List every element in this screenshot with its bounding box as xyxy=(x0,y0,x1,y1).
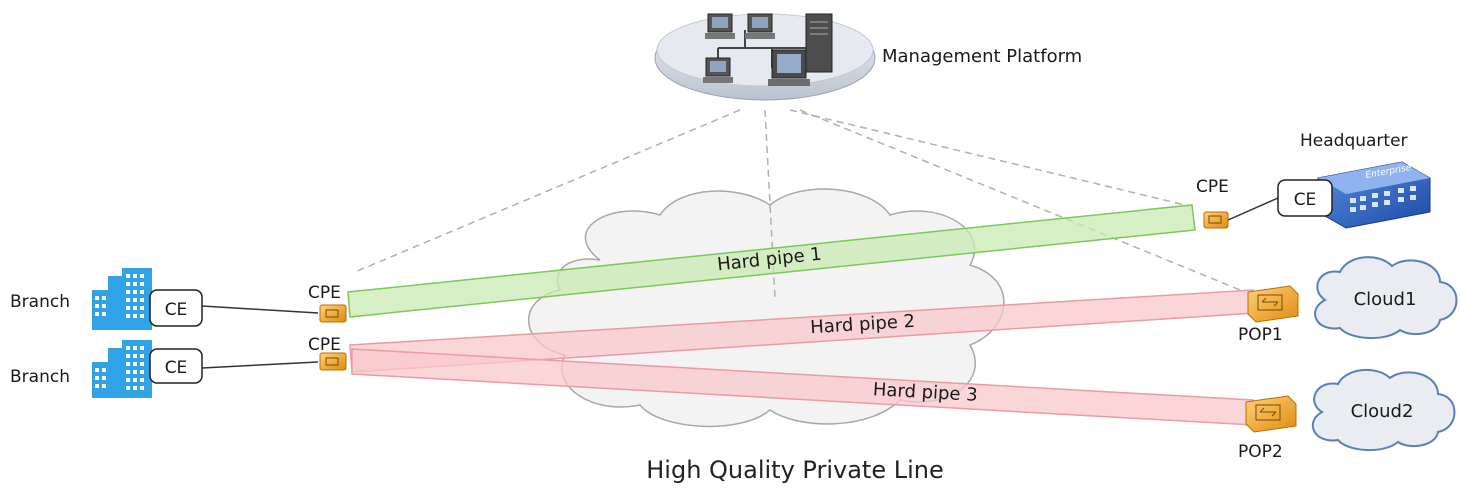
headquarter-label: Headquarter xyxy=(1300,131,1408,151)
pop2: POP2 Cloud2 xyxy=(1238,368,1456,462)
mgmt-link-hq-cpe xyxy=(789,109,1186,206)
branch-2: Branch CE CPE xyxy=(10,335,347,398)
cloud1-icon xyxy=(1314,256,1458,340)
cloud2-label: Cloud2 xyxy=(1351,401,1414,422)
cpe-router-icon xyxy=(1203,211,1229,229)
network-label: High Quality Private Line xyxy=(646,456,944,484)
ce-box xyxy=(1277,179,1333,217)
ce-box xyxy=(149,289,203,327)
pop-router-icon xyxy=(1247,285,1299,323)
branch-1: Branch CE CPE xyxy=(10,268,347,330)
hard-pipe-1: Hard pipe 1 xyxy=(347,204,1196,318)
branch-2-label: Branch xyxy=(10,367,70,387)
cpe-router-icon xyxy=(319,352,347,371)
headquarter: Headquarter CPE Enterprise CE xyxy=(1196,131,1431,229)
hq-cpe-label: CPE xyxy=(1196,177,1229,197)
cloud2-icon xyxy=(1311,368,1456,452)
mgmt-link-branch-cpe xyxy=(354,109,741,273)
hard-pipe-3: Hard pipe 3 xyxy=(351,348,1254,426)
workstation-icon xyxy=(705,13,735,39)
enterprise-building-icon: Enterprise xyxy=(1317,161,1431,229)
pop2-label: POP2 xyxy=(1238,442,1283,462)
branch-1-ce-label: CE xyxy=(165,300,188,320)
branch-1-label: Branch xyxy=(10,292,70,312)
branch-2-cpe-label: CPE xyxy=(308,335,341,355)
pop1: POP1 Cloud1 xyxy=(1238,256,1458,345)
mgmt-link-pop1 xyxy=(799,109,1246,293)
monitor-icon xyxy=(768,49,810,86)
management-platform xyxy=(654,13,876,101)
cpe-router-icon xyxy=(319,304,347,323)
building-icon xyxy=(92,268,152,330)
branch-1-cpe-label: CPE xyxy=(308,283,341,303)
server-icon xyxy=(805,13,833,73)
hq-ce-label: CE xyxy=(1294,190,1317,210)
workstation-icon xyxy=(745,13,775,39)
pop-router-icon xyxy=(1245,395,1297,433)
pop1-label: POP1 xyxy=(1238,325,1283,345)
workstation-icon xyxy=(703,57,733,83)
branch-2-ce-label: CE xyxy=(165,358,188,378)
ce-box xyxy=(149,348,203,384)
cloud1-label: Cloud1 xyxy=(1354,289,1417,310)
management-platform-label: Management Platform xyxy=(882,46,1082,67)
building-icon xyxy=(92,340,152,398)
